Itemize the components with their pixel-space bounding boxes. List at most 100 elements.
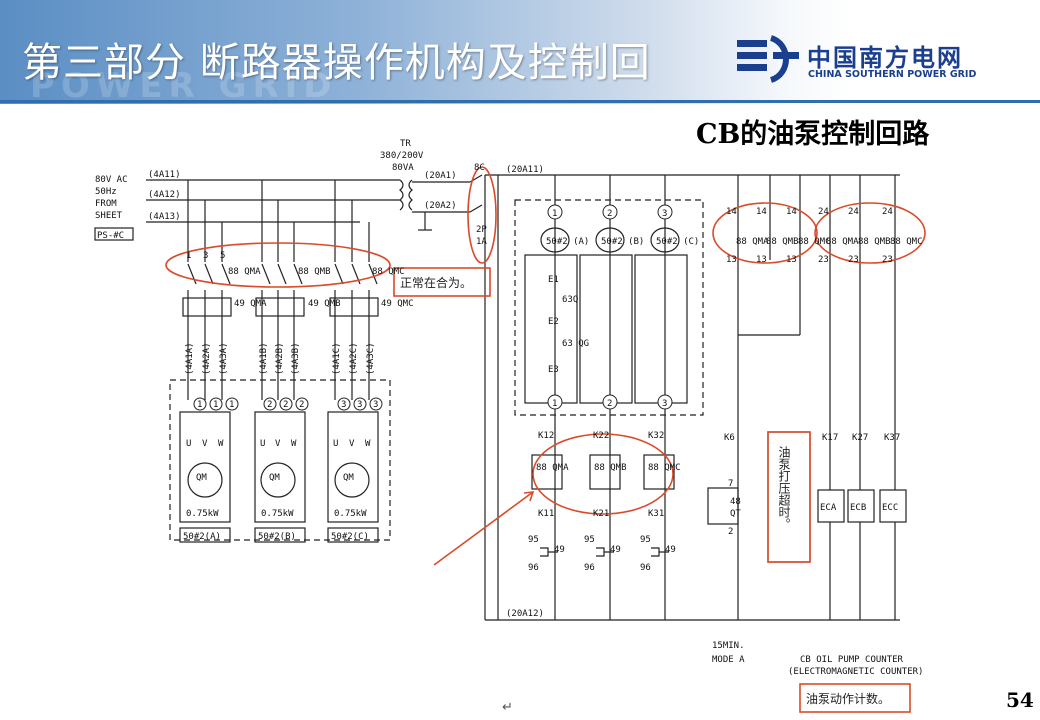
aux-highlight-ellipse-right <box>814 202 926 264</box>
annotation-normally-closed: 正常在合为。 <box>400 275 472 290</box>
thermal-contact-95-c: 95 <box>640 535 651 545</box>
wire-4a2c: (4A2C) <box>349 342 359 375</box>
circle-num-b1: 2 <box>267 400 272 410</box>
phase-v-b: V <box>275 439 281 449</box>
timer-name: QT <box>730 509 741 519</box>
wire-4a1a: (4A1A) <box>185 342 195 375</box>
bus-label-2: (4A12) <box>148 190 181 200</box>
csg-logo-icon <box>737 35 799 83</box>
phase-w-c: W <box>365 439 371 449</box>
thermal-contact-49-c: 49 <box>665 545 676 555</box>
pressure-tag-c: 50#2 (C) <box>656 237 699 247</box>
phase-v-a: V <box>202 439 208 449</box>
switch-highlight-ellipse <box>467 166 497 264</box>
wire-4a3b: (4A3B) <box>291 342 301 375</box>
phase-w-b: W <box>291 439 297 449</box>
circle-num-c3: 3 <box>373 400 378 410</box>
aux-14-b: 14 <box>756 207 767 217</box>
motor-rating-c: 0.75kW <box>334 509 367 519</box>
motor-tag-c: 50#2(C) <box>331 532 369 542</box>
aux-contact2-qma: 88 QMA <box>826 237 859 247</box>
thermal-contact-95-b: 95 <box>584 535 595 545</box>
page-number: 54 <box>1006 688 1034 712</box>
header-rule <box>0 100 1040 103</box>
bus-label-1: (4A11) <box>148 170 181 180</box>
aux-14-a: 14 <box>726 207 737 217</box>
motor-tag-b: 50#2(B) <box>258 532 296 542</box>
circle-num-a1: 1 <box>197 400 202 410</box>
annotation-pump-count: 油泵动作计数。 <box>806 691 890 706</box>
annotation-box-normally-closed <box>393 267 491 297</box>
slide-subtitle: CB的油泵控制回路 <box>696 119 930 150</box>
coil-label-qmb: 88 QMB <box>594 463 627 473</box>
circle-num-top-2: 2 <box>607 209 612 219</box>
company-logo: 中国南方电网 CHINA SOUTHERN POWER GRID <box>733 34 1033 86</box>
source-line-4: SHEET <box>95 211 123 221</box>
wire-k11: K11 <box>538 509 554 519</box>
switch-1a: 1A <box>476 237 487 247</box>
motor-name-c: QM <box>343 473 354 483</box>
circle-num-a3: 1 <box>229 400 234 410</box>
circle-num-b3: 2 <box>299 400 304 410</box>
counter-eca: ECA <box>820 503 837 513</box>
mode-label-2: MODE A <box>712 655 745 665</box>
wire-4a3c: (4A3C) <box>366 342 376 375</box>
phase-u-b: U <box>260 439 265 449</box>
thermal-label-qma: 49 QMA <box>234 299 267 309</box>
motor-rating-a: 0.75kW <box>186 509 219 519</box>
phase-u-a: U <box>186 439 191 449</box>
circle-num-bot-1: 1 <box>552 399 557 409</box>
aux-contact-qma: 88 QMA <box>736 237 769 247</box>
phase-u-c: U <box>333 439 338 449</box>
aux-highlight-ellipse-left <box>712 202 818 264</box>
transformer-name: TR <box>400 139 411 149</box>
contact-num-1: 1 <box>186 251 191 261</box>
pressure-tag-a: 50#2 (A) <box>546 237 589 247</box>
counter-caption-2: (ELECTROMAGNETIC COUNTER) <box>788 667 923 677</box>
circle-num-c1: 3 <box>341 400 346 410</box>
switch-8c: 8C <box>474 163 485 173</box>
wire-k32: K32 <box>648 431 664 441</box>
pressure-contact-e1: E1 <box>548 275 559 285</box>
motor-tag-a: 50#2(A) <box>183 532 221 542</box>
thermal-contact-96-a: 96 <box>528 563 539 573</box>
contactor-label-qmb: 88 QMB <box>298 267 331 277</box>
switch-2p: 2P <box>476 225 487 235</box>
motor-name-b: QM <box>269 473 280 483</box>
contact-num-3: 3 <box>203 251 208 261</box>
aux-13-b: 13 <box>756 255 767 265</box>
logo-chinese-name: 中国南方电网 <box>807 44 963 72</box>
wire-k21: K21 <box>593 509 609 519</box>
pressure-tag-b: 50#2 (B) <box>601 237 644 247</box>
thermal-contact-96-b: 96 <box>584 563 595 573</box>
circle-num-a2: 1 <box>213 400 218 410</box>
source-line-3: FROM <box>95 199 117 209</box>
logo-english-name: CHINA SOUTHERN POWER GRID <box>808 69 977 80</box>
aux-23-b: 23 <box>848 255 859 265</box>
mode-label-1: 15MIN. <box>712 641 745 651</box>
pressure-contact-63qg: 63 QG <box>562 339 589 349</box>
aux-contact2-qmb: 88 QMB <box>858 237 891 247</box>
wire-k27: K27 <box>852 433 868 443</box>
circle-num-top-3: 3 <box>662 209 667 219</box>
source-line-1: 80V AC <box>95 175 128 185</box>
wire-k22: K22 <box>593 431 609 441</box>
contact-num-5: 5 <box>220 251 225 261</box>
thermal-contact-49-b: 49 <box>610 545 621 555</box>
phase-w-a: W <box>218 439 224 449</box>
thermal-contact-95-a: 95 <box>528 535 539 545</box>
aux-contact2-qmc: 88 QMC <box>890 237 923 247</box>
thermal-label-qmc: 49 QMC <box>381 299 414 309</box>
bus-label-3: (4A13) <box>148 212 181 222</box>
wire-k17: K17 <box>822 433 838 443</box>
aux-23-c: 23 <box>882 255 893 265</box>
wire-k37: K37 <box>884 433 900 443</box>
circle-num-b2: 2 <box>283 400 288 410</box>
aux-24-b: 24 <box>848 207 859 217</box>
contactor-label-qmc: 88 QMC <box>372 267 405 277</box>
circle-num-bot-3: 3 <box>662 399 667 409</box>
aux-24-c: 24 <box>882 207 893 217</box>
aux-24-a: 24 <box>818 207 829 217</box>
timer-number: 48 <box>730 497 741 507</box>
